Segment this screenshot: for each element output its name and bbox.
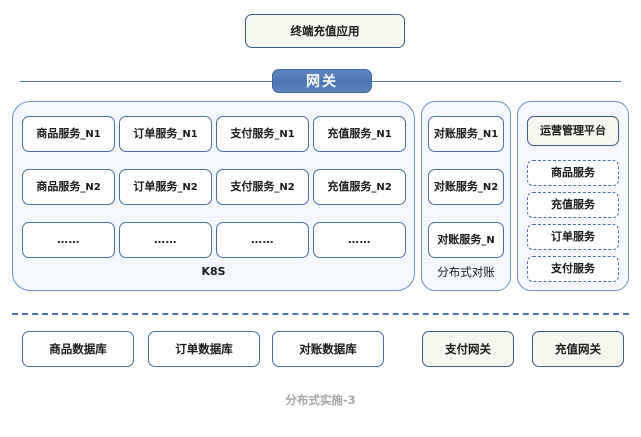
ops-platform-title: 运营管理平台 [540, 123, 606, 137]
gateway-bus-line-right [370, 80, 621, 83]
k8s-caption: K8S [201, 265, 226, 278]
external-gateway-recharge[interactable]: 充值网关 [532, 331, 624, 367]
database-order[interactable]: 订单数据库 [148, 331, 260, 367]
node-suffix: _N1 [371, 128, 392, 140]
node-label: 充值服务 [327, 126, 372, 140]
node-label: 对账服务 [433, 126, 478, 140]
module-label: 订单服务 [551, 229, 595, 243]
node-label: 订单服务 [133, 126, 178, 140]
k8s-node-order-more[interactable]: …… [119, 222, 212, 258]
terminal-app-label: 终端充值应用 [290, 23, 360, 38]
k8s-node-recharge-more[interactable]: …… [313, 222, 406, 258]
reconciliation-node-n2[interactable]: 对账服务_N2 [428, 169, 504, 205]
gateway-label: 支付网关 [445, 341, 491, 356]
node-label: 支付服务 [230, 126, 275, 140]
k8s-node-product-n2[interactable]: 商品服务_N2 [22, 169, 115, 205]
node-label: …… [154, 232, 177, 246]
figure-caption: 分布式实施-3 [285, 393, 356, 407]
k8s-node-order-n2[interactable]: 订单服务_N2 [119, 169, 212, 205]
ops-module-recharge[interactable]: 充值服务 [527, 192, 619, 218]
database-label: 对账数据库 [299, 341, 357, 356]
reconciliation-node-n[interactable]: 对账服务_N [428, 222, 504, 258]
node-suffix: _N2 [177, 181, 198, 193]
k8s-node-payment-n1[interactable]: 支付服务_N1 [216, 116, 309, 152]
ops-platform-title-node[interactable]: 运营管理平台 [527, 116, 619, 146]
module-label: 支付服务 [551, 261, 595, 275]
node-label: …… [348, 232, 371, 246]
node-suffix: _N [481, 234, 495, 246]
node-suffix: _N1 [80, 128, 101, 140]
database-reconciliation[interactable]: 对账数据库 [272, 331, 384, 367]
node-label: …… [57, 232, 80, 246]
k8s-node-product-more[interactable]: …… [22, 222, 115, 258]
database-label: 订单数据库 [175, 341, 233, 356]
k8s-node-payment-more[interactable]: …… [216, 222, 309, 258]
ops-module-payment[interactable]: 支付服务 [527, 256, 619, 282]
module-label: 商品服务 [551, 165, 595, 179]
node-label: 商品服务 [36, 179, 81, 193]
node-suffix: _N1 [177, 128, 198, 140]
k8s-node-recharge-n2[interactable]: 充值服务_N2 [313, 169, 406, 205]
node-suffix: _N2 [274, 181, 295, 193]
node-suffix: _N1 [274, 128, 295, 140]
gateway-node[interactable]: 网关 [272, 69, 372, 93]
node-suffix: _N2 [371, 181, 392, 193]
ops-module-product[interactable]: 商品服务 [527, 160, 619, 186]
terminal-app-node[interactable]: 终端充值应用 [245, 14, 405, 48]
external-gateway-payment[interactable]: 支付网关 [422, 331, 514, 367]
reconciliation-node-n1[interactable]: 对账服务_N1 [428, 116, 504, 152]
node-suffix: _N2 [80, 181, 101, 193]
node-label: 订单服务 [133, 179, 178, 193]
gateway-label: 充值网关 [555, 341, 601, 356]
node-suffix: _N2 [477, 181, 499, 193]
layer-divider [12, 313, 629, 315]
ops-module-order[interactable]: 订单服务 [527, 224, 619, 250]
database-product[interactable]: 商品数据库 [22, 331, 134, 367]
k8s-node-recharge-n1[interactable]: 充值服务_N1 [313, 116, 406, 152]
node-label: 支付服务 [230, 179, 275, 193]
reconciliation-caption: 分布式对账 [437, 265, 495, 279]
k8s-node-product-n1[interactable]: 商品服务_N1 [22, 116, 115, 152]
module-label: 充值服务 [551, 197, 595, 211]
node-label: 商品服务 [36, 126, 81, 140]
node-label: 对账服务 [437, 232, 482, 246]
k8s-node-payment-n2[interactable]: 支付服务_N2 [216, 169, 309, 205]
gateway-label: 网关 [306, 74, 338, 90]
node-suffix: _N1 [477, 128, 499, 140]
k8s-node-order-n1[interactable]: 订单服务_N1 [119, 116, 212, 152]
node-label: …… [251, 232, 274, 246]
node-label: 对账服务 [433, 179, 478, 193]
node-label: 充值服务 [327, 179, 372, 193]
gateway-bus-line-left [20, 80, 275, 83]
database-label: 商品数据库 [49, 341, 107, 356]
